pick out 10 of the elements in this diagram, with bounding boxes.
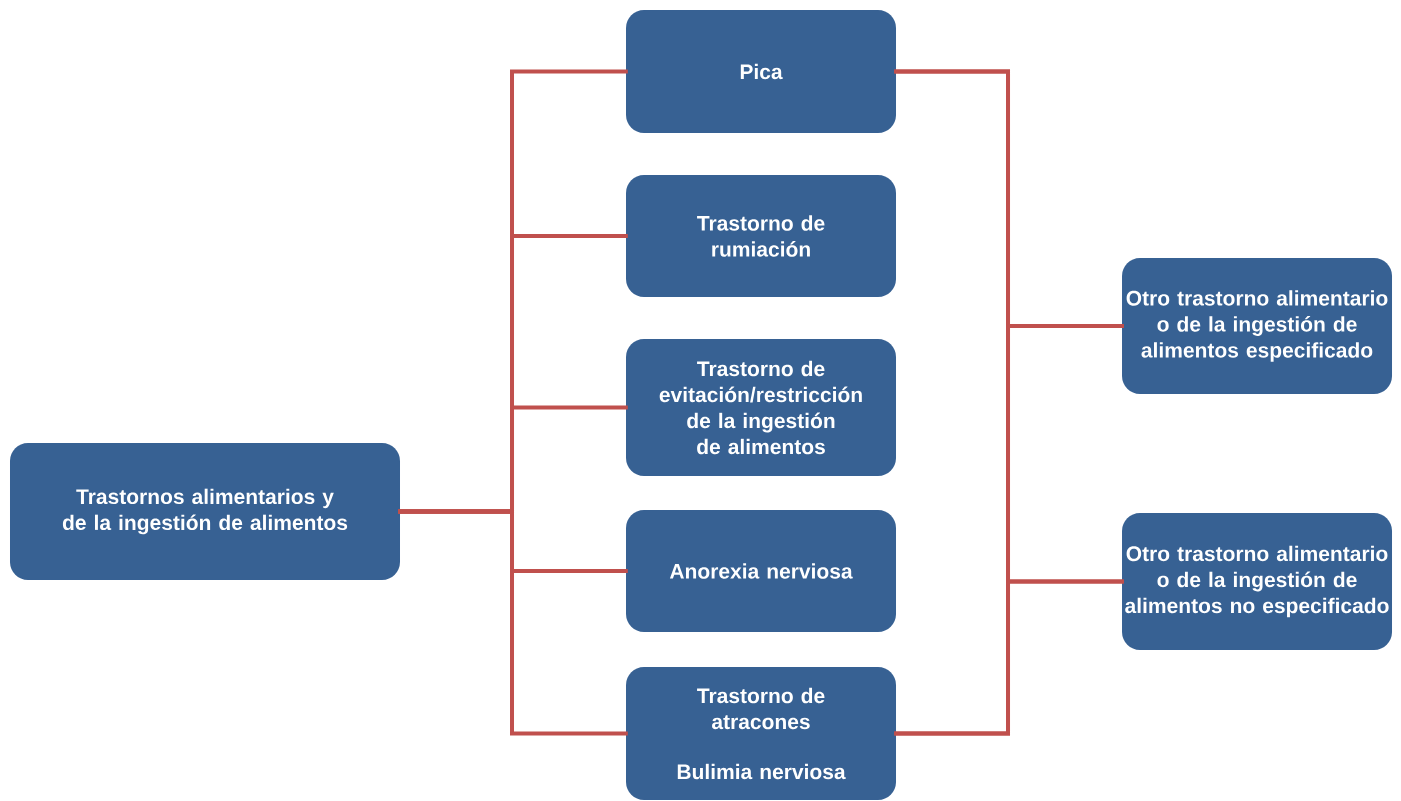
- connector-line: [398, 509, 628, 736]
- process-box: Otro trastorno alimentario o de la ingestión de alimentos especificado: [1122, 258, 1392, 394]
- process-box: Trastorno de atracones Bulimia nerviosa: [626, 667, 896, 800]
- process-box: Trastornos alimentarios y de la ingestión de alimentos: [10, 443, 400, 580]
- process-box: Pica: [626, 10, 896, 133]
- process-box: Otro trastorno alimentario o de la ingestión de alimentos no especificado: [1122, 513, 1392, 650]
- process-box: Anorexia nerviosa: [626, 510, 896, 632]
- process-box: Trastorno de evitación/restricción de la ingestión de alimentos: [626, 339, 896, 476]
- process-box: Trastorno de rumiación: [626, 175, 896, 297]
- connector-line: [894, 579, 1124, 736]
